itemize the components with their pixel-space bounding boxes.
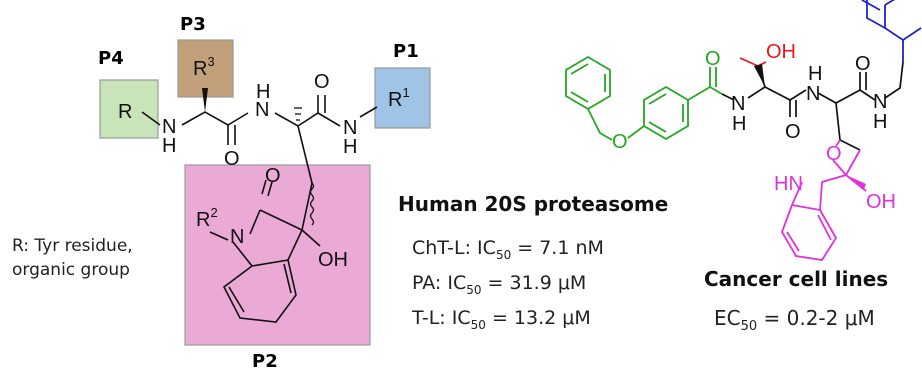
r-note-line2: organic group xyxy=(12,260,130,280)
atom-h2: H xyxy=(256,81,270,103)
ic50-line-1: ChT-L: IC50 = 7.1 nM xyxy=(412,237,604,262)
atom-o-amide1: O xyxy=(705,48,721,70)
r-group: R xyxy=(118,101,132,123)
p3-box xyxy=(177,39,234,98)
atom-o2: O xyxy=(314,71,330,93)
atom-n1: N xyxy=(162,116,176,138)
r2-group: R2 xyxy=(196,205,218,231)
r3-wedge xyxy=(202,88,208,112)
atom-n3: N xyxy=(343,117,357,139)
p3-label: P3 xyxy=(180,14,206,35)
green-bonds xyxy=(565,55,723,141)
atom-h1: H xyxy=(162,135,176,157)
atom-o-lactam: O xyxy=(826,143,842,165)
atom-n-amide2: N xyxy=(806,83,820,105)
atom-o-ring: O xyxy=(265,165,281,187)
atom-hn-lactam: HN xyxy=(774,173,803,195)
atom-n-amide1: N xyxy=(731,93,745,115)
atom-o-amide2: O xyxy=(785,121,801,143)
p2-label: P2 xyxy=(252,351,278,372)
r1-group: R1 xyxy=(388,85,410,111)
proteasome-activity: Human 20S proteasome ChT-L: IC50 = 7.1 n… xyxy=(398,192,668,332)
blue-bonds xyxy=(861,0,922,62)
ic50-line-3: T-L: IC50 = 13.2 μM xyxy=(411,307,591,332)
p1-box xyxy=(374,67,431,129)
atom-o1: O xyxy=(224,148,240,170)
atom-h-amide1: H xyxy=(732,113,746,135)
atom-h3: H xyxy=(343,136,357,158)
thr-wedge xyxy=(754,64,765,87)
atom-h-amide2: H xyxy=(808,63,822,85)
atom-o-ether: O xyxy=(612,131,628,153)
proteasome-heading: Human 20S proteasome xyxy=(398,192,668,216)
p1-label: P1 xyxy=(393,41,419,62)
p2-box xyxy=(184,164,371,346)
atom-o-amide3: O xyxy=(855,53,871,75)
p4-label: P4 xyxy=(98,48,124,69)
ic50-line-2: PA: IC50 = 31.9 μM xyxy=(412,272,586,297)
atom-oh-top: OH xyxy=(766,41,796,63)
atom-n2: N xyxy=(255,99,269,121)
r1-hash xyxy=(294,107,302,121)
wavy-bond xyxy=(309,182,315,226)
atom-n-ring: N xyxy=(230,226,244,248)
atom-oh: OH xyxy=(318,249,348,271)
r-note-line1: R: Tyr residue, xyxy=(12,236,133,256)
right-molecule: O O N H OH O N H O N H O HN OH Cancer ce… xyxy=(565,0,922,334)
magenta-bonds xyxy=(781,139,867,261)
oxindole-wedge xyxy=(846,175,866,189)
p4-box xyxy=(99,79,159,139)
atom-oh-bottom: OH xyxy=(866,191,896,213)
ec50-line: EC50 = 0.2-2 μM xyxy=(714,306,875,334)
atom-n-amide3: N xyxy=(873,91,887,113)
cancer-heading: Cancer cell lines xyxy=(704,267,888,291)
left-bonds xyxy=(141,95,378,323)
atom-h-amide3: H xyxy=(873,111,887,133)
r3-group: R3 xyxy=(193,54,215,80)
left-scaffold: P4 P3 P1 P2 xyxy=(12,14,431,372)
